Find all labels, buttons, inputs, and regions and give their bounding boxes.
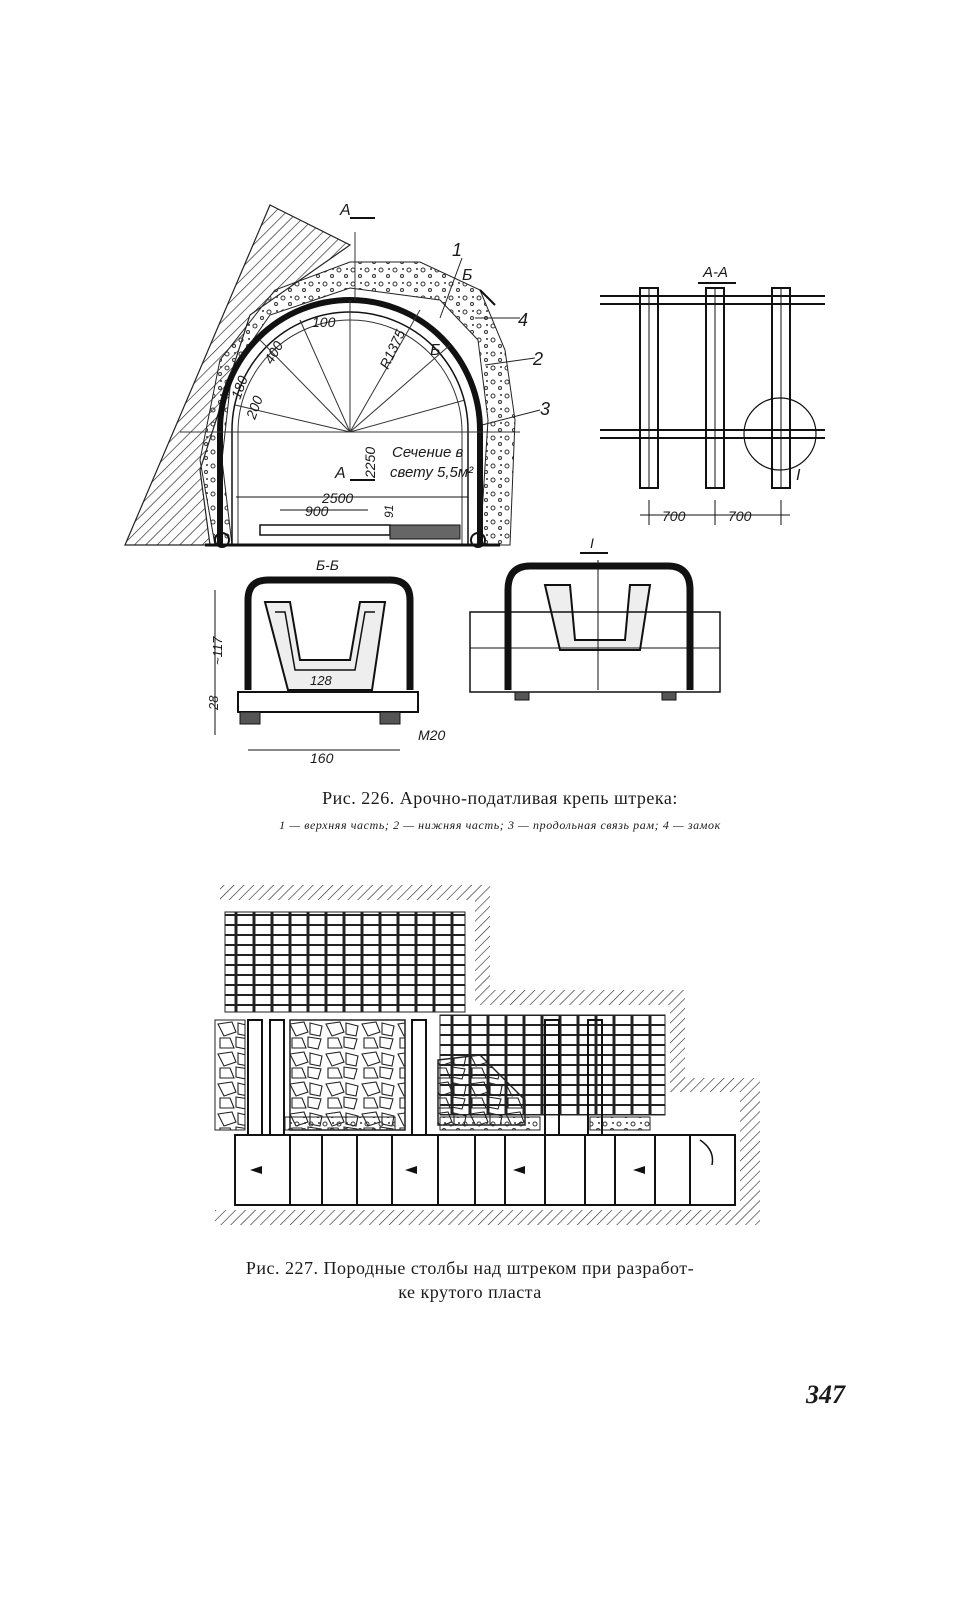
label-dim-m20: M20 bbox=[418, 727, 445, 743]
label-detail-i: I bbox=[796, 467, 801, 484]
label-section-aa: А-А bbox=[702, 264, 728, 281]
label-n4: 4 bbox=[518, 310, 528, 330]
figure-226-legend: 1 — верхняя часть; 2 — нижняя часть; 3 —… bbox=[279, 818, 721, 832]
label-dim-100: 100 bbox=[312, 314, 336, 330]
label-dim-117: ~117 bbox=[210, 636, 225, 665]
section-bb-detail bbox=[214, 576, 419, 751]
label-dim-2250: 2250 bbox=[362, 447, 378, 479]
label-dim-91: 91 bbox=[382, 505, 396, 518]
figure-227-caption: Рис. 227. Породные столбы над штреком пр… bbox=[170, 1256, 770, 1304]
label-section-area-2: свету 5,5м² bbox=[390, 464, 474, 481]
label-dim-900: 900 bbox=[305, 503, 329, 519]
label-dim-28: 28 bbox=[206, 695, 221, 711]
figure-227-caption-line-2: ке крутого пласта bbox=[398, 1282, 542, 1302]
section-aa-view bbox=[600, 282, 825, 525]
label-dim-160: 160 bbox=[310, 750, 334, 766]
figure-227-drawing bbox=[214, 885, 760, 1225]
label-dim-200: 200 bbox=[242, 393, 265, 422]
label-detail-i-top: I bbox=[590, 535, 594, 551]
page-number: 347 bbox=[806, 1380, 845, 1409]
label-n2: 2 bbox=[532, 349, 543, 369]
figure-227-caption-line-1: Рис. 227. Породные столбы над штреком пр… bbox=[245, 1258, 695, 1278]
label-n3: 3 bbox=[540, 399, 550, 419]
label-section-a-bottom: А bbox=[334, 465, 346, 482]
label-section-b-lower: Б bbox=[430, 342, 440, 359]
label-dim-128: 128 bbox=[310, 673, 332, 688]
label-dim-180: 180 bbox=[228, 373, 251, 401]
label-section-b: Б bbox=[462, 267, 472, 284]
label-dim-2500: 2500 bbox=[321, 490, 353, 506]
figure-226-drawing: А А Б Б 1 2 3 4 100 400 180 200 R1375 22… bbox=[124, 202, 825, 766]
label-n1: 1 bbox=[452, 240, 462, 260]
detail-i bbox=[469, 552, 721, 701]
rock-hatch bbox=[124, 204, 352, 546]
label-section-a: А bbox=[339, 202, 351, 219]
label-section-area-1: Сечение в bbox=[392, 444, 464, 461]
figure-226-caption: Рис. 226. Арочно-податливая крепь штрека… bbox=[322, 788, 678, 808]
label-dim-700-right: 700 bbox=[728, 508, 752, 524]
label-dim-700-left: 700 bbox=[662, 508, 686, 524]
label-section-bb: Б-Б bbox=[316, 557, 339, 573]
